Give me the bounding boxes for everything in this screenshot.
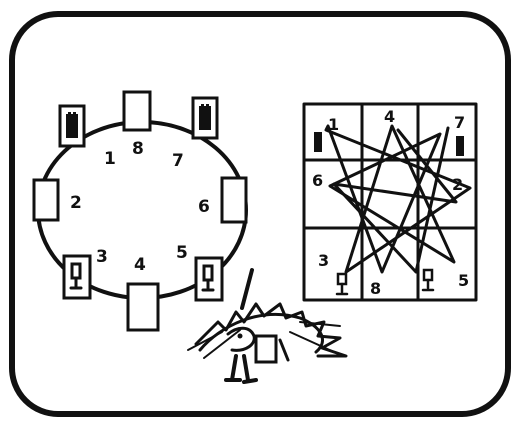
circle-position-4: 4	[134, 255, 146, 275]
grid-position-2: 2	[452, 175, 463, 194]
circle-position-7: 7	[172, 151, 184, 171]
circle-position-8: 8	[132, 139, 144, 159]
card-top	[124, 92, 150, 130]
grid-position-6: 6	[312, 171, 323, 190]
tower-card-icon	[66, 112, 78, 138]
tower-card-icon	[199, 104, 211, 130]
grid-position-5: 5	[458, 271, 469, 290]
tower-card-icon	[456, 136, 464, 156]
circle-position-3: 3	[96, 247, 108, 267]
circle-position-6: 6	[198, 197, 210, 217]
card-left	[34, 180, 58, 220]
tower-card-icon	[314, 132, 322, 152]
circle-position-1: 1	[104, 149, 116, 169]
grid-position-1: 1	[328, 115, 339, 134]
grid-position-8: 8	[370, 279, 381, 298]
grid-position-7: 7	[454, 113, 465, 132]
card-right	[222, 178, 246, 222]
grid-position-4: 4	[384, 107, 395, 126]
card-bottom	[128, 284, 158, 330]
circle-position-2: 2	[70, 193, 82, 213]
grid-position-3: 3	[318, 251, 329, 270]
circle-position-5: 5	[176, 243, 188, 263]
